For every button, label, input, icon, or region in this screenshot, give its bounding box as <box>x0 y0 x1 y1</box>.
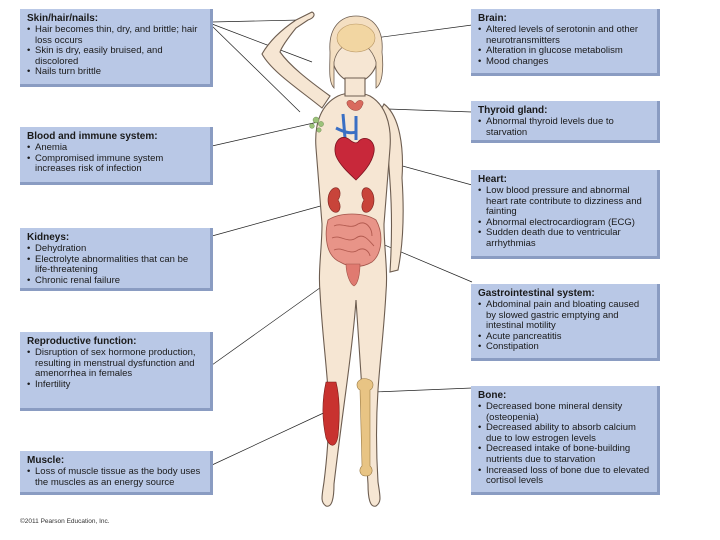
muscle-box: Muscle: Loss of muscle tissue as the bod… <box>20 451 213 495</box>
kidneys-box-list: Dehydration Electrolyte abnormalities th… <box>27 243 204 287</box>
kidneys-box-title: Kidneys: <box>27 232 70 243</box>
list-item: Increased loss of bone due to elevated c… <box>478 465 651 487</box>
heart-box-list: Low blood pressure and abnormal heart ra… <box>478 185 651 250</box>
list-item: Alteration in glucose metabolism <box>478 46 651 57</box>
kidneys-box: Kidneys: Dehydration Electrolyte abnorma… <box>20 228 213 291</box>
list-item: Disruption of sex hormone production, re… <box>27 347 204 380</box>
list-item: Sudden death due to ventricular arrhythm… <box>478 228 651 249</box>
list-item: Compromised immune system increases risk… <box>27 153 204 175</box>
list-item: Altered levels of serotonin and other ne… <box>478 24 651 46</box>
list-item: Infertility <box>27 379 204 391</box>
raised-arm <box>261 11 331 109</box>
list-item: Decreased bone mineral density (osteopen… <box>478 401 651 423</box>
heart-box-title: Heart: <box>478 174 507 185</box>
blood-box-title: Blood and immune system: <box>27 131 158 142</box>
list-item: Abdominal pain and bloating caused by sl… <box>478 299 651 332</box>
leader-blood <box>211 121 319 147</box>
kidneys-icon <box>327 187 375 213</box>
list-item: Electrolyte abnormalities that can be li… <box>27 254 204 276</box>
skin-hair-nails-box: Skin/hair/nails: Hair becomes thin, dry,… <box>20 9 213 87</box>
list-item: Dehydration <box>27 243 204 255</box>
brain-box-list: Altered levels of serotonin and other ne… <box>478 24 651 68</box>
skin-box-title: Skin/hair/nails: <box>27 13 99 24</box>
skin-box-list: Hair becomes thin, dry, and brittle; hai… <box>27 24 204 78</box>
blood-box-list: Anemia Compromised immune system increas… <box>27 142 204 175</box>
list-item: Decreased ability to absorb calcium due … <box>478 422 651 444</box>
heart-box: Heart: Low blood pressure and abnormal h… <box>471 170 660 259</box>
thyroid-box: Thyroid gland: Abnormal thyroid levels d… <box>471 101 660 143</box>
list-item: Hair becomes thin, dry, and brittle; hai… <box>27 24 204 46</box>
neck <box>344 77 366 97</box>
list-item: Nails turn brittle <box>27 67 204 78</box>
muscle-box-title: Muscle: <box>27 455 65 466</box>
thyroid-icon <box>346 100 364 111</box>
leader-skin-arm <box>211 25 301 113</box>
leader-skin-hair <box>211 23 313 63</box>
lymph-node-icon <box>309 116 324 133</box>
list-item: Loss of muscle tissue as the body uses t… <box>27 466 204 488</box>
leader-muscle <box>211 409 331 466</box>
muscle-box-list: Loss of muscle tissue as the body uses t… <box>27 466 204 488</box>
reproductive-box-list: Disruption of sex hormone production, re… <box>27 347 204 391</box>
reproductive-box: Reproductive function: Disruption of sex… <box>20 332 213 411</box>
gi-box-title: Gastrointestinal system: <box>478 288 595 299</box>
leg-muscle-icon <box>322 381 340 446</box>
list-item: Abnormal electrocardiogram (ECG) <box>478 217 651 229</box>
leg-bone-icon <box>356 378 374 477</box>
bone-box-list: Decreased bone mineral density (osteopen… <box>478 401 651 487</box>
list-item: Mood changes <box>478 56 651 68</box>
list-item: Chronic renal failure <box>27 275 204 287</box>
thyroid-box-list: Abnormal thyroid levels due to starvatio… <box>478 116 651 138</box>
leader-bone <box>373 387 473 393</box>
heart-icon <box>334 137 375 181</box>
leader-skin-hand <box>211 19 301 23</box>
bone-box: Bone: Decreased bone mineral density (os… <box>471 386 660 495</box>
intestines-icon <box>325 213 382 287</box>
list-item: Skin is dry, easily bruised, and discolo… <box>27 45 204 67</box>
leader-kidneys <box>211 201 336 237</box>
brain-box-title: Brain: <box>478 13 507 24</box>
bone-box-title: Bone: <box>478 390 507 401</box>
copyright-credit: ©2011 Pearson Education, Inc. <box>20 518 110 525</box>
gastrointestinal-box: Gastrointestinal system: Abdominal pain … <box>471 284 660 361</box>
blood-immune-box: Blood and immune system: Anemia Compromi… <box>20 127 213 185</box>
list-item: Constipation <box>478 342 651 353</box>
brain-box: Brain: Altered levels of serotonin and o… <box>471 9 660 76</box>
reproductive-box-title: Reproductive function: <box>27 336 137 347</box>
list-item: Acute pancreatitis <box>478 331 651 343</box>
list-item: Anemia <box>27 142 204 154</box>
thyroid-box-title: Thyroid gland: <box>478 105 548 116</box>
list-item: Decreased intake of bone-building nutrie… <box>478 444 651 465</box>
brain-icon <box>336 23 376 53</box>
list-item: Low blood pressure and abnormal heart ra… <box>478 185 651 218</box>
list-item: Abnormal thyroid levels due to starvatio… <box>478 116 651 138</box>
gi-box-list: Abdominal pain and bloating caused by sl… <box>478 299 651 353</box>
